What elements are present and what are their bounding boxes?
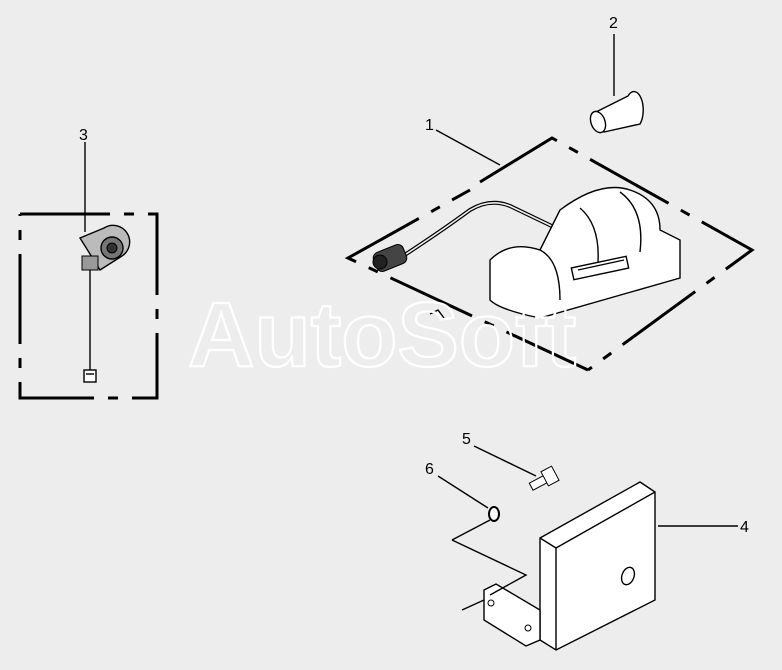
watermark: AutoSoft <box>188 284 576 386</box>
callout-2: 2 <box>609 15 618 32</box>
callout-1: 1 <box>425 117 434 134</box>
part-1-cradle <box>344 136 755 372</box>
part-4-bracket <box>451 481 656 651</box>
leader-lines <box>84 34 738 527</box>
callout-3: 3 <box>79 127 88 144</box>
part-3-connector-box <box>18 212 159 400</box>
callout-4: 4 <box>740 519 749 536</box>
part-6-washer <box>488 506 500 522</box>
callout-6: 6 <box>425 461 434 478</box>
callout-5: 5 <box>462 431 471 448</box>
part-5-screw <box>528 465 560 491</box>
part-2-cylinder <box>589 90 644 134</box>
